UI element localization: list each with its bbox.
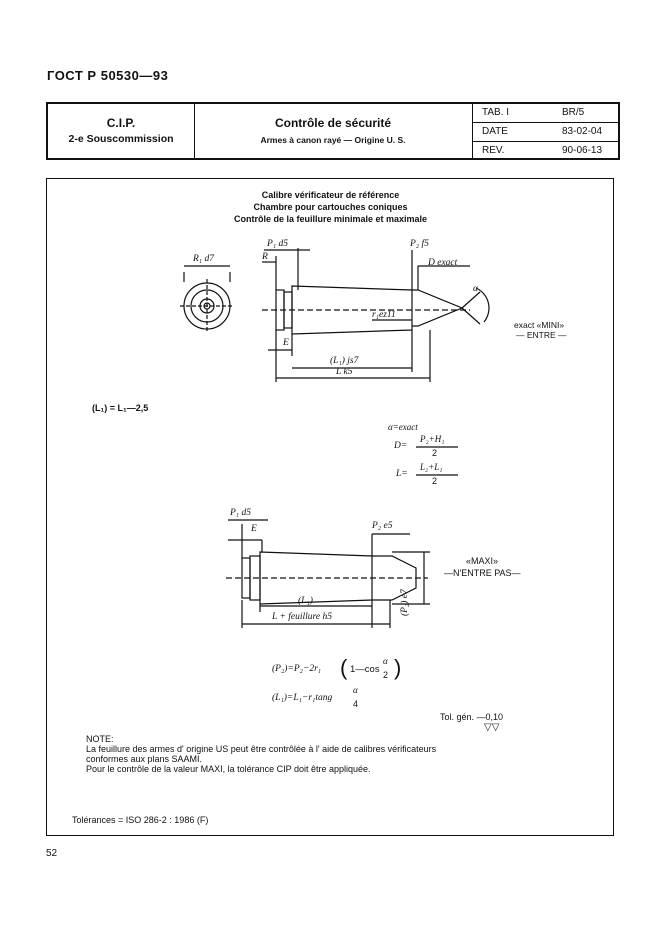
formula-lines (416, 446, 458, 476)
label-l1js7: (L₁) js7 (330, 356, 359, 366)
label-nentre: —N'ENTRE PAS— (444, 568, 521, 578)
formula2-1-num: α (383, 656, 388, 666)
formula2-1-left: (P₂)=P₂−2r₁ (272, 664, 322, 674)
header-org-cell: C.I.P. 2-e Souscommission (48, 104, 195, 158)
end-view (180, 265, 234, 333)
label-r: R (262, 252, 268, 262)
formula-l-lhs: L= (396, 469, 408, 479)
main-title: Contrôle de sécurité (274, 116, 392, 130)
label-alpha: α (473, 284, 478, 294)
label-p2f5: P₂ f5 (410, 239, 429, 249)
formula-l-den: 2 (432, 476, 438, 486)
label-lk5: L k5 (336, 367, 353, 377)
rev-row: REV. 90-06-13 (472, 142, 618, 160)
label2-p2e5: P₂ e5 (372, 521, 393, 531)
label-r1ez11: r₁ez11 (372, 310, 396, 320)
date-value: 83-02-04 (562, 126, 603, 137)
formula-alpha: α=exact (388, 422, 418, 432)
header-title-cell: Contrôle de sécurité Armes à canon rayé … (194, 104, 473, 158)
org-subtitle: 2-e Souscommission (68, 133, 174, 145)
label2-p2e7: (P₂) e7 (400, 589, 410, 616)
formula2-1-den: 2 (383, 670, 389, 680)
label2-p1d5: P₁ d5 (230, 508, 251, 518)
gauge-maxi-side (226, 519, 430, 628)
note-line-3: Pour le contrôle de la valeur MAXI, la t… (86, 764, 371, 774)
label-maxi: «MAXI» (466, 556, 499, 566)
tab-value: BR/5 (562, 107, 585, 118)
rev-value: 90-06-13 (562, 145, 603, 156)
label-entre: — ENTRE — (516, 330, 567, 340)
note-line-1: La feuillure des armes d' origine US peu… (86, 744, 437, 754)
formula2-1-paren: 1—cos (350, 664, 380, 675)
formula-l1: (L₁) = L₁—2,5 (92, 403, 149, 413)
tolerance-general: Tol. gén. —0,10 (440, 712, 504, 722)
label-mini: exact «MINI» (514, 320, 565, 330)
formula2-1-close: ) (394, 655, 402, 680)
formula2-1-open: ( (340, 655, 348, 680)
standard-number: ГОСТ Р 50530—93 (47, 68, 169, 83)
formula-d-num: P₂+H₁ (420, 434, 445, 444)
label-dexact: D exact (428, 258, 458, 268)
formula-d-den: 2 (432, 448, 438, 458)
note-heading: NOTE: (86, 734, 114, 744)
label-p1d5: P₁ d5 (267, 239, 288, 249)
header-table: C.I.P. 2-e Souscommission Contrôle de sé… (46, 102, 620, 160)
main-subtitle: Armes à canon rayé — Origine U. S. (260, 135, 406, 145)
note-line-2: conformes aux plans SAAMI. (86, 754, 203, 764)
label-e: E (283, 338, 289, 348)
date-label: DATE (482, 126, 508, 137)
org-title: C.I.P. (106, 116, 136, 130)
label2-l1: (L₁) (298, 596, 313, 606)
drawing-title-3: Contrôle de la feuillure minimale et max… (233, 214, 428, 224)
drawing-frame (46, 178, 614, 836)
header-meta-cell: TAB. I BR/5 DATE 83-02-04 REV. 90-06-13 (472, 104, 618, 158)
drawing-title-2: Chambre pour cartouches coniques (253, 202, 408, 212)
formula2-2-num: α (353, 685, 358, 695)
label-r1d7: R₁ d7 (193, 254, 214, 264)
label2-lfeuillure: L + feuillure h5 (272, 612, 332, 622)
formula-d-lhs: D= (394, 441, 408, 451)
page-number: 52 (46, 848, 58, 859)
formula2-2-left: (L₁)=L₁−r₁tang (272, 693, 333, 703)
date-row: DATE 83-02-04 (472, 123, 618, 142)
tab-label: TAB. I (482, 107, 510, 118)
rev-label: REV. (482, 145, 505, 156)
formula2-2-den: 4 (353, 699, 359, 709)
tolerances-line: Tolérances = ISO 286-2 : 1986 (F) (72, 815, 209, 825)
formula-l-num: L₂+L₁ (420, 462, 443, 472)
tolerance-marks: ▽▽ (484, 722, 500, 733)
tab-row: TAB. I BR/5 (472, 104, 618, 123)
drawing-title-1: Calibre vérificateur de référence (261, 190, 400, 200)
gauge-mini-side (262, 248, 490, 382)
label2-e: E (251, 524, 257, 534)
